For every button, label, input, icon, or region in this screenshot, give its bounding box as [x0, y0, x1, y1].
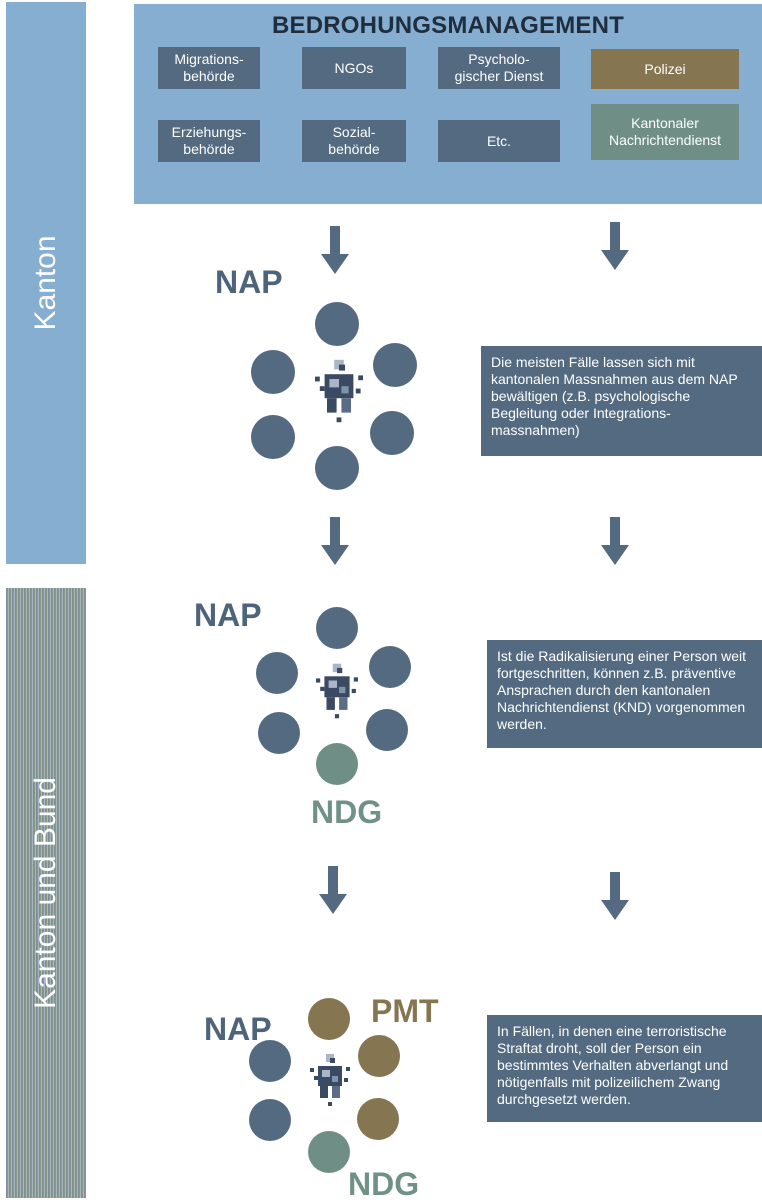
nap-circle	[315, 302, 359, 346]
arrow-down-icon	[601, 517, 629, 565]
box-polizei: Polizei	[591, 49, 739, 89]
arrow-down-icon	[321, 226, 349, 274]
nap-circle	[251, 415, 295, 459]
arrow-down-icon	[319, 866, 347, 914]
nap-circle	[370, 411, 414, 455]
box-sozialbehoerde: Sozial- behörde	[302, 120, 406, 162]
nap-circle	[249, 1040, 291, 1082]
nap-label: NAP	[215, 264, 283, 300]
person-icon	[316, 663, 358, 719]
pmt-circle	[358, 1035, 400, 1077]
sidebar-kanton: Kanton	[6, 2, 86, 564]
nap-circle	[249, 1099, 291, 1141]
ndg-label: NDG	[311, 794, 383, 830]
nap-label: NAP	[194, 597, 262, 633]
ndg-circle	[308, 1131, 350, 1173]
box-erziehungsbehoerde: Erziehungs- behörde	[158, 120, 260, 162]
panel-title: BEDROHUNGSMANAGEMENT	[272, 12, 624, 39]
nap-circle	[373, 343, 417, 387]
arrow-down-icon	[321, 517, 349, 565]
pmt-circle	[357, 1098, 399, 1140]
nap-circle	[258, 712, 300, 754]
box-kantonaler-nachrichtendienst: Kantonaler Nachrichtendienst	[591, 104, 739, 160]
arrow-down-icon	[601, 222, 629, 270]
box-psychologischer-dienst: Psycholo- gischer Dienst	[438, 47, 560, 89]
person-icon	[315, 359, 363, 423]
nap-circle	[251, 350, 295, 394]
ndg-circle	[316, 743, 358, 785]
nap-circle	[316, 607, 358, 649]
stage2-description: Ist die Radikalisierung einer Person wei…	[487, 640, 762, 748]
nap-circle	[369, 646, 411, 688]
stage3-description: In Fällen, in denen eine terroristische …	[487, 1015, 762, 1122]
ndg-label: NDG	[348, 1166, 420, 1202]
pmt-label: PMT	[371, 993, 439, 1029]
box-etc: Etc.	[438, 120, 560, 162]
bedrohungsmanagement-panel: BEDROHUNGSMANAGEMENT Migrations- behörde…	[134, 4, 762, 204]
person-icon	[310, 1054, 350, 1106]
arrow-down-icon	[601, 872, 629, 920]
nap-circle	[315, 446, 359, 490]
sidebar-kanton-und-bund: Kanton und Bund	[6, 588, 86, 1198]
nap-circle	[366, 709, 408, 751]
box-migrationsbehoerde: Migrations- behörde	[158, 47, 260, 89]
stage1-description: Die meisten Fälle lassen sich mit kanton…	[481, 346, 762, 456]
box-ngos: NGOs	[302, 47, 406, 89]
pmt-circle	[308, 998, 350, 1040]
sidebar-bund-label: Kanton und Bund	[29, 777, 62, 1009]
nap-circle	[256, 652, 298, 694]
sidebar-kanton-label: Kanton	[29, 235, 62, 331]
